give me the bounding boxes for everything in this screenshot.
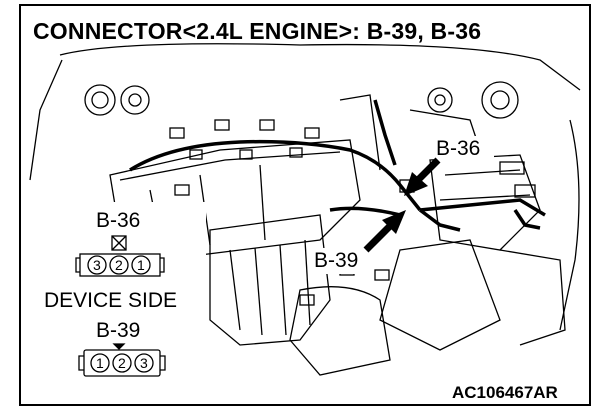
b39-pin-3: 3 xyxy=(140,355,148,371)
figure-id: AC106467AR xyxy=(452,383,558,402)
device-side-label: DEVICE SIDE xyxy=(44,289,178,312)
b36-pin-2: 2 xyxy=(115,257,123,273)
callout-b39-bg xyxy=(312,248,372,274)
engine-bay-outline xyxy=(29,43,581,376)
callout-b36-bg xyxy=(434,136,494,162)
callout-b39-label: B-39 xyxy=(314,249,359,272)
b39-pin-1: 1 xyxy=(96,355,104,371)
b36-pin-1: 1 xyxy=(137,257,145,273)
legend-b36-label: B-36 xyxy=(96,209,141,232)
callout-b36-label: B-36 xyxy=(436,137,481,160)
b36-pin-3: 3 xyxy=(93,257,101,273)
legend-panel xyxy=(28,202,206,388)
legend-b39-label: B-39 xyxy=(96,319,141,342)
diagram-title: CONNECTOR<2.4L ENGINE>: B-39, B-36 xyxy=(33,18,482,44)
figure-id-bg xyxy=(450,382,578,402)
b39-pin-2: 2 xyxy=(118,355,126,371)
